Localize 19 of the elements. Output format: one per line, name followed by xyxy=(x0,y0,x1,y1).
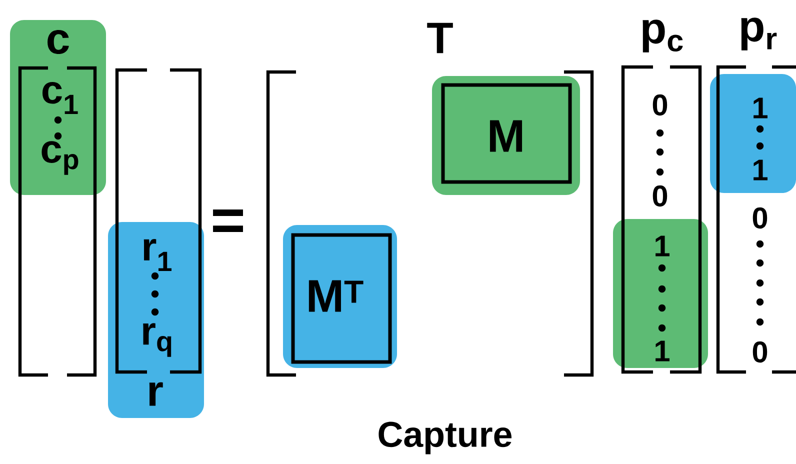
matrix-block: M xyxy=(441,83,572,184)
matrix-entry: 0 xyxy=(752,341,768,363)
highlight-band xyxy=(283,225,397,368)
matrix-entry: 0 xyxy=(752,207,768,229)
matrix-block: 1 1 xyxy=(754,98,768,180)
vector-label: p$_{c}$ xyxy=(642,20,683,52)
highlight-band xyxy=(613,219,708,368)
matrix-block: M$^{T}$ xyxy=(291,233,392,364)
highlight-band xyxy=(432,76,580,195)
matrix-block: 1 1 xyxy=(656,236,670,362)
highlight-band xyxy=(710,74,796,193)
highlight-band xyxy=(108,222,204,418)
matrix-entry: 0 xyxy=(652,94,668,116)
equals-sign: = xyxy=(213,209,243,232)
caption: Capture xyxy=(378,422,512,454)
highlight-band xyxy=(10,20,106,195)
matrix-block: c c$_{1}$ c$_{p}$ xyxy=(42,30,78,175)
matrix-entry: 0 xyxy=(652,185,668,207)
matrix-block: r$_{1}$ r$_{q}$ r xyxy=(143,238,172,406)
